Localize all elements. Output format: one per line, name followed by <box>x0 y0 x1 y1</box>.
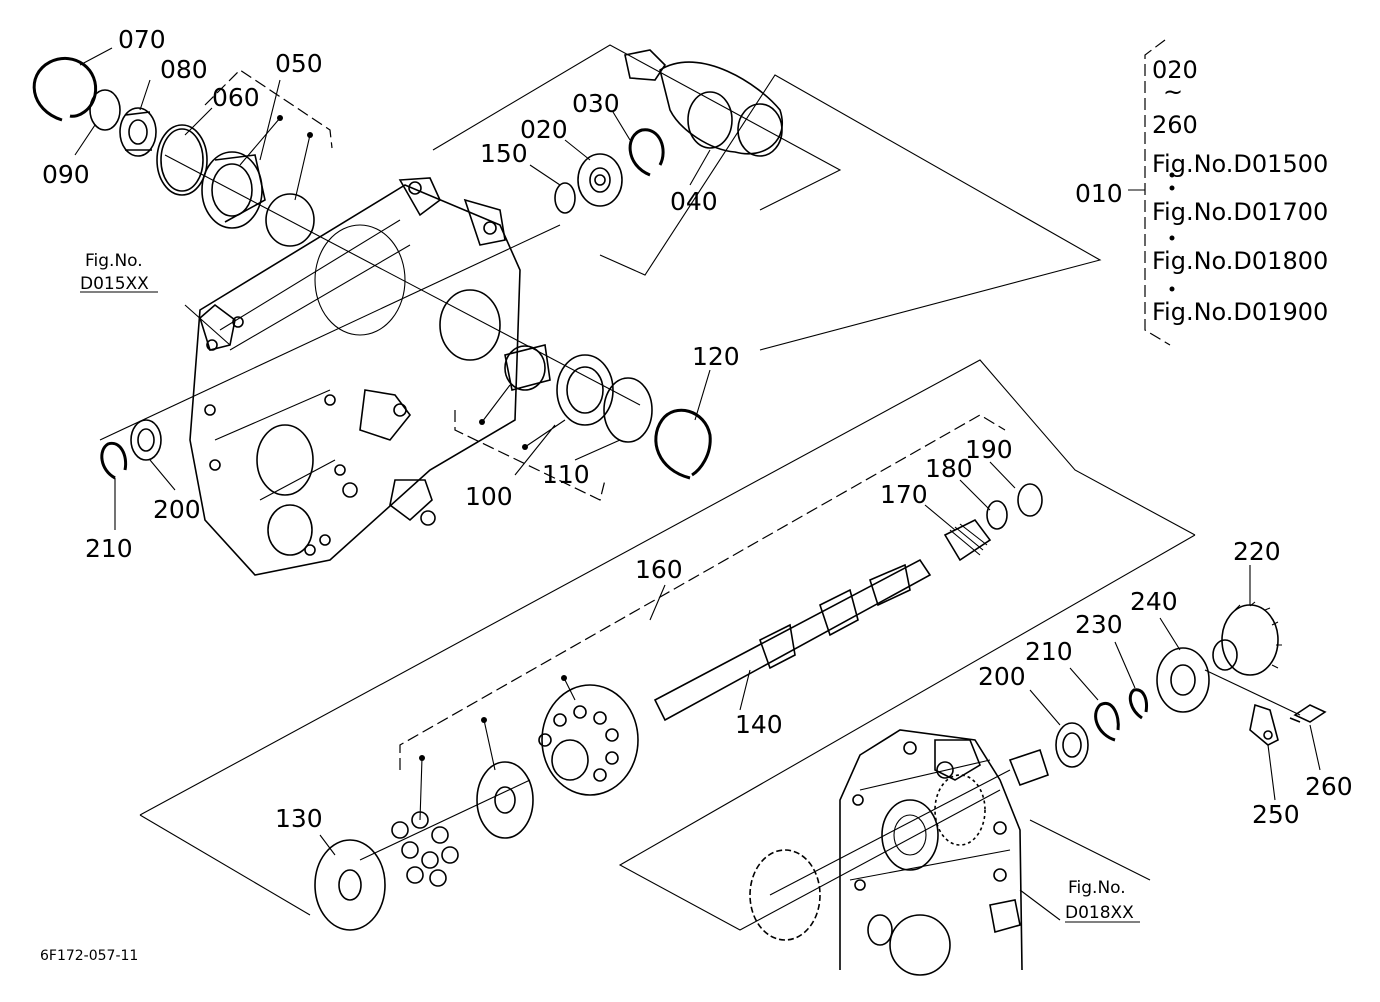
callout-labels: 070 080 050 060 090 030 020 150 040 120 … <box>42 25 1353 833</box>
oil-seal-200-right <box>1055 722 1089 768</box>
callout-170: 170 <box>880 480 928 509</box>
transmission-case-left <box>189 177 521 576</box>
piston-050 <box>201 151 315 247</box>
snap-ring-150 <box>554 182 576 214</box>
cylinder-block <box>538 684 639 796</box>
assembly-outline-lower <box>139 359 1196 931</box>
bolt-260 <box>1289 704 1327 723</box>
swash-plate <box>476 761 534 839</box>
callout-240: 240 <box>1130 587 1178 616</box>
thrust-washer-130 <box>314 839 386 931</box>
callout-140: 140 <box>735 710 783 739</box>
group-bracket-050 <box>204 69 333 149</box>
reference-underlines <box>80 291 1140 923</box>
range-start: 020 <box>1152 56 1198 84</box>
callout-060: 060 <box>212 83 260 112</box>
fig-ref-3: Fig.No.D01800 <box>1152 247 1328 275</box>
callout-260: 260 <box>1305 772 1353 801</box>
ring-190 <box>1017 483 1043 517</box>
callout-130: 130 <box>275 804 323 833</box>
callout-200-left: 200 <box>153 495 201 524</box>
callout-110: 110 <box>542 460 590 489</box>
assembly-reference: 010 020 ~ 260 Fig.No.D01500 Fig.No.D0170… <box>1075 56 1328 326</box>
callout-090: 090 <box>42 160 90 189</box>
callout-220: 220 <box>1233 537 1281 566</box>
group-bracket-160 <box>399 414 1006 770</box>
group-bracket-100 <box>454 410 606 501</box>
snap-ring-210-left <box>100 441 128 480</box>
gear-220 <box>1212 601 1282 676</box>
snap-ring-210-right <box>1094 701 1120 742</box>
oil-seal-200-left <box>130 419 162 461</box>
transmission-case-right <box>839 729 1023 976</box>
o-ring-060 <box>156 124 208 196</box>
piston-110 <box>556 354 614 426</box>
callout-120: 120 <box>692 342 740 371</box>
snap-ring-230 <box>1128 688 1148 720</box>
range-end: 260 <box>1152 111 1198 139</box>
plate-250 <box>1249 703 1279 746</box>
fig-ref-4: Fig.No.D01900 <box>1152 298 1328 326</box>
ref-left-line1: Fig.No. <box>85 251 143 271</box>
callout-160: 160 <box>635 555 683 584</box>
pistons <box>391 811 459 887</box>
snap-ring-120 <box>654 408 712 480</box>
callout-040: 040 <box>670 187 718 216</box>
callout-210-right: 210 <box>1025 637 1073 666</box>
callout-200-right: 200 <box>978 662 1026 691</box>
leader-lines <box>74 47 1321 921</box>
bearing-bushing <box>1008 748 1049 787</box>
callout-190: 190 <box>965 435 1013 464</box>
callout-180: 180 <box>925 454 973 483</box>
ref-right-line1: Fig.No. <box>1068 878 1126 898</box>
callout-150: 150 <box>480 139 528 168</box>
axis-lines <box>99 154 1301 896</box>
callout-020: 020 <box>520 115 568 144</box>
callout-230: 230 <box>1075 610 1123 639</box>
callout-210-left: 210 <box>85 534 133 563</box>
bearing-020 <box>577 153 623 207</box>
snap-ring-070 <box>32 56 98 122</box>
ref-left-line2: D015XX <box>80 274 149 294</box>
assembly-010-label: 010 <box>1075 179 1123 208</box>
callout-050: 050 <box>275 49 323 78</box>
fig-ref-2: Fig.No.D01700 <box>1152 198 1328 226</box>
valve-plate <box>749 849 821 941</box>
bearing-240 <box>1156 647 1210 713</box>
drawing-code: 6F172-057-11 <box>40 948 138 964</box>
spring-170 <box>943 518 992 562</box>
callout-100: 100 <box>465 482 513 511</box>
figure-cross-references: Fig.No. D015XX Fig.No. D018XX <box>80 251 1134 923</box>
callout-250: 250 <box>1252 800 1300 829</box>
fig-ref-1: Fig.No.D01500 <box>1152 150 1328 178</box>
bushing-100 <box>504 344 551 391</box>
snap-ring-090 <box>89 89 121 131</box>
group-bracket-010 <box>1128 39 1171 346</box>
callout-030: 030 <box>572 89 620 118</box>
washer-180 <box>986 500 1008 530</box>
shaft-140 <box>653 558 932 722</box>
ref-right-line2: D018XX <box>1065 903 1134 923</box>
callout-080: 080 <box>160 55 208 84</box>
callout-070: 070 <box>118 25 166 54</box>
o-ring-110b <box>603 377 653 443</box>
oil-seal-080 <box>119 107 157 157</box>
range-separator: ~ <box>1163 78 1183 106</box>
assembly-outline-upper <box>432 44 1102 351</box>
snap-ring-030 <box>628 128 665 177</box>
